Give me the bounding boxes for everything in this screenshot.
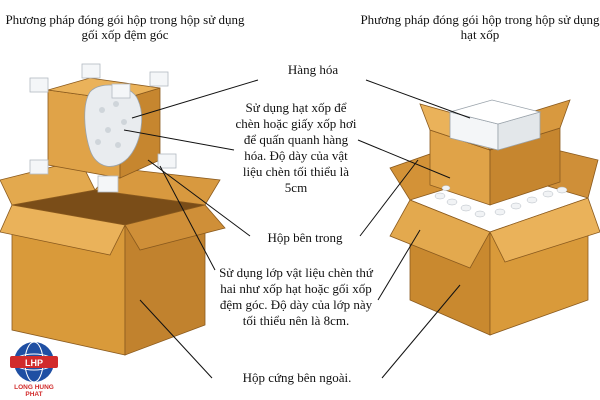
left-outer-box: [0, 159, 226, 356]
pointer-foam-right: [357, 139, 451, 179]
left-corner-pads: [29, 63, 177, 193]
pointer-outer-right: [381, 284, 461, 379]
globe-icon: LHP: [10, 341, 58, 383]
pointer-second-right: [377, 229, 421, 301]
pointer-second-left: [159, 165, 216, 271]
right-title: Phương pháp đóng gói hộp trong hộp sử dụ…: [360, 12, 600, 42]
pointer-inner-left: [147, 159, 251, 237]
label-goods: Hàng hóa: [287, 62, 339, 77]
pointer-goods-left: [131, 79, 259, 119]
pointer-goods-right: [365, 79, 471, 119]
label-outer-box: Hộp cứng bên ngoài.: [242, 370, 352, 385]
right-goods: [448, 99, 542, 151]
pointer-outer-left: [139, 299, 213, 379]
logo-badge: LHP: [25, 358, 43, 368]
right-foam-peanuts: [434, 185, 568, 218]
label-inner-box: Hộp bên trong: [267, 230, 343, 245]
label-second-layer: Sử dụng lớp vật liệu chèn thứ hai như xố…: [219, 265, 373, 328]
pointer-lines: [123, 79, 471, 379]
left-title: Phương pháp đóng gói hộp trong hộp sử dụ…: [5, 12, 245, 42]
brand-logo: LHP LONG HUNG PHAT: [6, 340, 62, 398]
pointer-foam-left: [123, 129, 235, 151]
label-foam: Sử dụng hạt xốp để chèn hoặc giấy xốp hơ…: [235, 100, 357, 195]
logo-name: LONG HUNG PHAT: [14, 384, 54, 398]
pointer-inner-right: [359, 159, 419, 237]
